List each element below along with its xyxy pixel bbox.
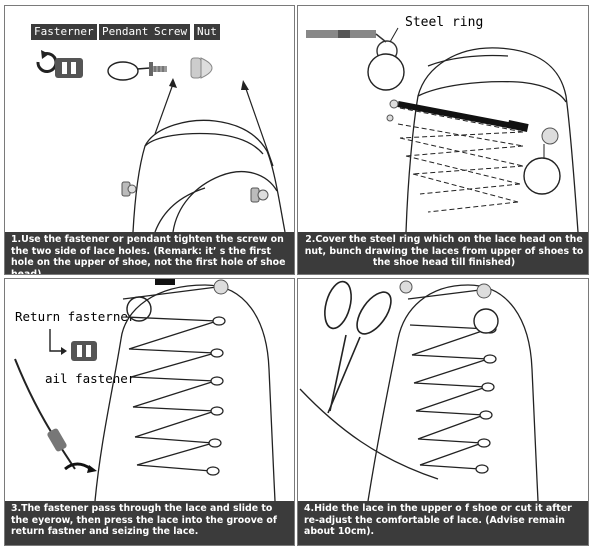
step-1-illustration <box>36 50 286 232</box>
scissors-icon <box>324 280 392 414</box>
step-4-caption: 4.Hide the lace in the upper o f shoe or… <box>298 501 588 545</box>
step-2-panel: Steel ring <box>297 5 589 275</box>
lace-pattern <box>397 107 524 213</box>
step-4-panel: 4.Hide the lace in the upper o f shoe or… <box>297 278 589 546</box>
return-fastener-label: Return fasterner <box>15 309 136 324</box>
shoe-outline <box>132 119 286 232</box>
lace-loops <box>122 286 218 472</box>
steel-ring-label: Steel ring <box>405 15 484 30</box>
fastener-label: Fasterner <box>31 24 97 40</box>
shoe-outline <box>299 284 539 501</box>
nut-label: Nut <box>194 24 220 40</box>
screw-part-icon <box>153 66 167 72</box>
step-3-illustration <box>14 279 276 501</box>
shoe-outline <box>94 284 276 501</box>
step-4-illustration <box>299 280 539 501</box>
pendant-part-icon <box>107 61 153 81</box>
step-1-caption: 1.Use the fastener or pendant tighten th… <box>5 232 294 274</box>
nut-part-icon <box>190 57 213 79</box>
step-3-panel: Return fasterner ail fastener <box>4 278 295 546</box>
pendant-label: Pendant <box>99 24 152 40</box>
fastener-part-icon <box>55 58 83 78</box>
screw-label: Screw <box>151 24 191 40</box>
step-1-panel: Fasterner Pendant Screw Nut <box>4 5 295 275</box>
installed-screw-right <box>250 187 269 203</box>
rotate-arrow-icon <box>36 50 58 73</box>
installed-screw-left <box>121 181 137 197</box>
lace-loops <box>407 288 489 470</box>
step-3-caption: 3.The fastener pass through the lace and… <box>5 501 294 545</box>
step-2-illustration <box>306 27 579 232</box>
shoe-outline <box>405 47 579 232</box>
step-2-caption: 2.Cover the steel ring which on the lace… <box>298 232 588 274</box>
fastener-part-icon <box>71 341 97 361</box>
